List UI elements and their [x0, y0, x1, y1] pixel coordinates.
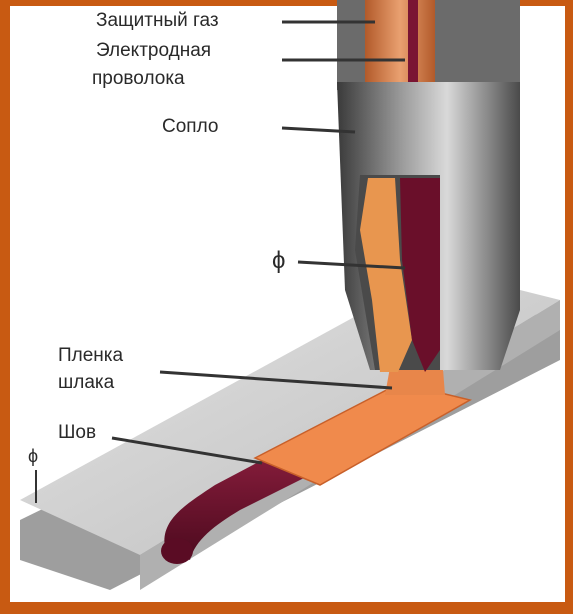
label-electrode-wire-line2: проволока: [92, 68, 185, 90]
electrode-wire: [408, 0, 418, 90]
label-thickness-symbol: ϕ: [28, 446, 38, 467]
label-arc-symbol: ϕ: [272, 250, 285, 272]
label-shielding-gas: Защитный газ: [96, 10, 219, 32]
label-seam: Шов: [58, 422, 96, 444]
label-nozzle: Сопло: [162, 116, 218, 138]
label-electrode-wire-line1: Электродная: [96, 40, 211, 62]
label-slag-film-line2: шлака: [58, 372, 114, 394]
weld-seam-end: [161, 538, 193, 564]
label-slag-film-line1: Пленка: [58, 345, 123, 367]
contact-tube: [365, 0, 435, 90]
